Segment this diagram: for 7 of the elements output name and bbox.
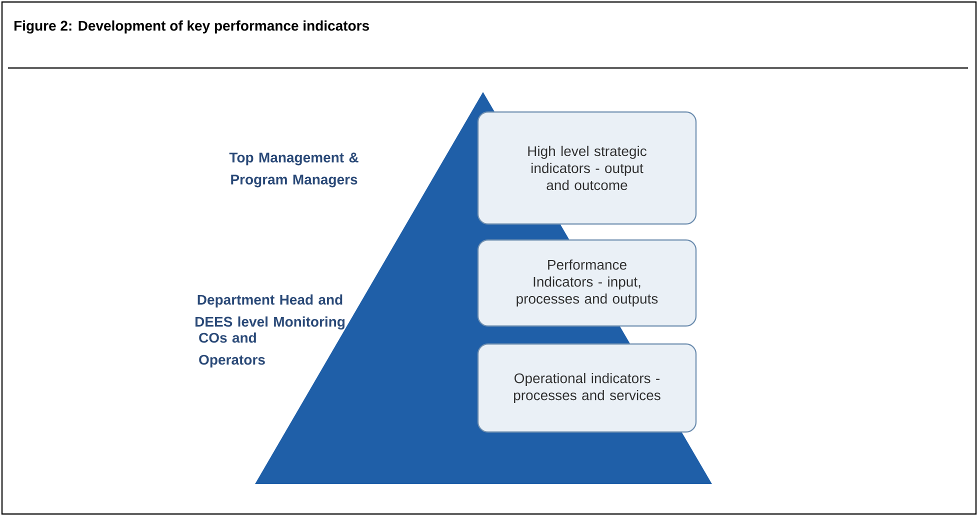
level-label: COs and Operators	[199, 332, 265, 368]
indicator-box: Performance Indicators - input, processes and outputs	[477, 239, 697, 327]
level-label: Department Head and DEES level Monitoring	[196, 294, 345, 330]
indicator-box: High level strategic indicators - output and outcome	[477, 111, 697, 225]
level-label: Top Management & Program Managers	[229, 152, 358, 188]
indicator-box: Operational indicators - processes and services	[477, 343, 697, 433]
figure-title: Figure 2: Development of key performance indicators	[14, 20, 369, 34]
